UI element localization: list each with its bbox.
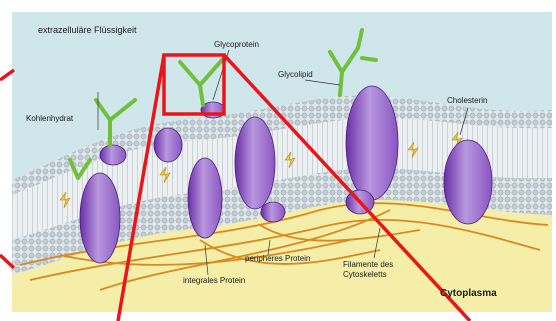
label-carbohydrate: Kohlenhydrat <box>26 114 73 123</box>
label-cholesterol: Cholesterin <box>447 96 487 105</box>
label-extracellular-fluid: extrazelluläre Flüssigkeit <box>38 25 137 35</box>
label-glycolipid: Glycolipid <box>278 70 313 79</box>
label-cytoplasm: Cytoplasma <box>440 288 497 299</box>
label-peripheral-protein: peripheres Protein <box>245 254 310 263</box>
label-glycoprotein: Glycoprotein <box>214 40 259 49</box>
label-integral-protein: integrales Protein <box>183 276 245 285</box>
label-cytoskeleton-filaments: Filamente des Cytoskeletts <box>343 260 413 280</box>
